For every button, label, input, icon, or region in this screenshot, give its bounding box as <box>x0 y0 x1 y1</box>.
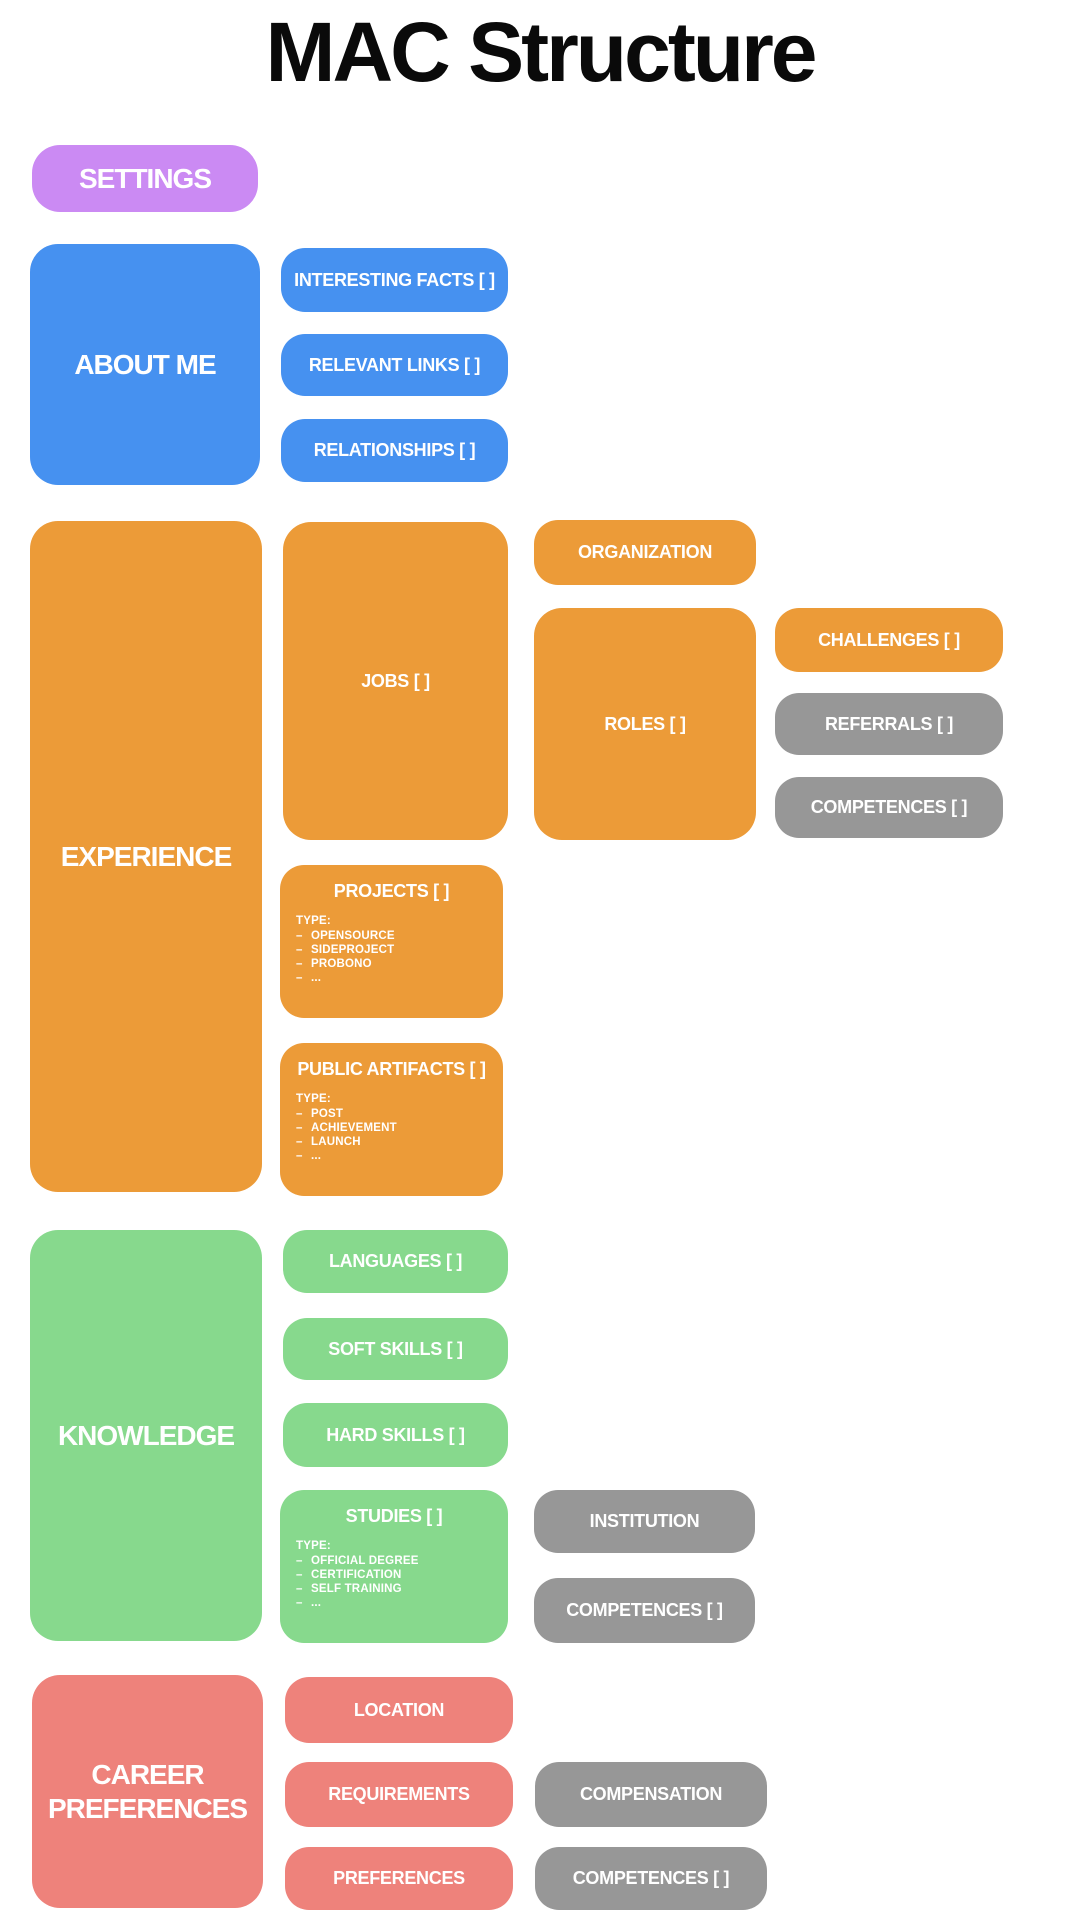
node-label: ROLES [ ] <box>604 713 686 734</box>
type-heading: TYPE: <box>296 1540 331 1552</box>
node-label: INSTITUTION <box>589 1511 700 1532</box>
node-label: RELATIONSHIPS [ ] <box>313 440 476 461</box>
type-item-label: PROBONO <box>311 958 372 970</box>
node-label: CHALLENGES [ ] <box>818 629 960 650</box>
node-label: KNOWLEDGE <box>57 1419 235 1451</box>
node-label: COMPENSATION <box>579 1784 723 1805</box>
node-soft-skills: SOFT SKILLS [ ] <box>283 1318 508 1380</box>
type-item-label: POST <box>311 1108 344 1120</box>
type-item-label: OPENSOURCE <box>311 930 395 942</box>
type-list-item: –... <box>296 1149 503 1163</box>
node-career-preferences: CAREER PREFERENCES <box>32 1675 263 1908</box>
node-institution: INSTITUTION <box>534 1490 755 1553</box>
node-label: PUBLIC ARTIFACTS [ ] <box>297 1059 486 1079</box>
type-list-item: –... <box>296 1596 508 1610</box>
node-label: EXPERIENCE <box>60 840 232 872</box>
type-item-label: LAUNCH <box>311 1136 361 1148</box>
dash-bullet: – <box>296 1569 303 1581</box>
node-relationships: RELATIONSHIPS [ ] <box>281 419 508 482</box>
node-label: JOBS [ ] <box>361 670 430 691</box>
node-roles: ROLES [ ] <box>534 608 756 840</box>
type-list: TYPE: –OFFICIAL DEGREE –CERTIFICATION –S… <box>280 1539 508 1610</box>
dash-bullet: – <box>296 1136 303 1148</box>
node-label: STUDIES [ ] <box>345 1506 443 1526</box>
type-list: TYPE: –OPENSOURCE –SIDEPROJECT –PROBONO … <box>280 914 503 985</box>
type-list-item: –OPENSOURCE <box>296 929 503 943</box>
dash-bullet: – <box>296 944 303 956</box>
type-item-label: ... <box>311 1597 322 1609</box>
node-label: SOFT SKILLS [ ] <box>328 1338 463 1359</box>
node-requirements: REQUIREMENTS <box>285 1762 513 1827</box>
type-heading: TYPE: <box>296 915 331 927</box>
dash-bullet: – <box>296 930 303 942</box>
node-location: LOCATION <box>285 1677 513 1743</box>
node-organization: ORGANIZATION <box>534 520 756 585</box>
node-compensation: COMPENSATION <box>535 1762 767 1827</box>
node-preferences: PREFERENCES <box>285 1847 513 1910</box>
dash-bullet: – <box>296 1583 303 1595</box>
node-experience: EXPERIENCE <box>30 521 262 1192</box>
node-studies-competences: COMPETENCES [ ] <box>534 1578 755 1643</box>
node-label: PREFERENCES <box>333 1868 465 1889</box>
node-relevant-links: RELEVANT LINKS [ ] <box>281 334 508 396</box>
type-list-item: –CERTIFICATION <box>296 1568 508 1582</box>
type-item-label: OFFICIAL DEGREE <box>311 1555 419 1567</box>
node-hard-skills: HARD SKILLS [ ] <box>283 1403 508 1467</box>
node-public-artifacts: PUBLIC ARTIFACTS [ ] TYPE: –POST –ACHIEV… <box>280 1043 503 1196</box>
type-list-item: –ACHIEVEMENT <box>296 1121 503 1135</box>
type-list-item: –OFFICIAL DEGREE <box>296 1554 508 1568</box>
node-jobs: JOBS [ ] <box>283 522 508 840</box>
type-item-label: SIDEPROJECT <box>311 944 395 956</box>
type-item-label: ... <box>311 972 322 984</box>
node-languages: LANGUAGES [ ] <box>283 1230 508 1293</box>
node-challenges: CHALLENGES [ ] <box>775 608 1003 672</box>
node-label: ORGANIZATION <box>577 542 713 563</box>
node-label: SETTINGS <box>78 162 212 194</box>
type-item-label: SELF TRAINING <box>311 1583 402 1595</box>
node-studies: STUDIES [ ] TYPE: –OFFICIAL DEGREE –CERT… <box>280 1490 508 1643</box>
node-label: LANGUAGES [ ] <box>328 1251 463 1272</box>
dash-bullet: – <box>296 1108 303 1120</box>
dash-bullet: – <box>296 972 303 984</box>
node-roles-competences: COMPETENCES [ ] <box>775 777 1003 838</box>
type-item-label: CERTIFICATION <box>311 1569 402 1581</box>
node-label: COMPETENCES [ ] <box>572 1868 730 1889</box>
node-label: ABOUT ME <box>74 348 216 380</box>
dash-bullet: – <box>296 1122 303 1134</box>
node-label: REFERRALS [ ] <box>824 713 954 734</box>
node-label: PROJECTS [ ] <box>333 881 450 901</box>
node-label: LOCATION <box>353 1699 445 1720</box>
node-career-competences: COMPETENCES [ ] <box>535 1847 767 1910</box>
type-list-item: –SIDEPROJECT <box>296 943 503 957</box>
type-list-item: –... <box>296 971 503 985</box>
node-knowledge: KNOWLEDGE <box>30 1230 262 1641</box>
node-label: INTERESTING FACTS [ ] <box>294 269 495 290</box>
dash-bullet: – <box>296 1597 303 1609</box>
node-label: COMPETENCES [ ] <box>810 797 968 818</box>
node-settings: SETTINGS <box>32 145 258 212</box>
node-referrals: REFERRALS [ ] <box>775 693 1003 755</box>
type-item-label: ... <box>311 1150 322 1162</box>
node-interesting-facts: INTERESTING FACTS [ ] <box>281 248 508 312</box>
type-list-item: –SELF TRAINING <box>296 1582 508 1596</box>
type-list-item: –PROBONO <box>296 957 503 971</box>
node-label: REQUIREMENTS <box>328 1784 470 1805</box>
node-label: RELEVANT LINKS [ ] <box>308 354 481 375</box>
page-title: MAC Structure <box>265 4 817 99</box>
type-list: TYPE: –POST –ACHIEVEMENT –LAUNCH –... <box>280 1092 503 1163</box>
type-item-label: ACHIEVEMENT <box>311 1122 397 1134</box>
dash-bullet: – <box>296 1555 303 1567</box>
dash-bullet: – <box>296 1150 303 1162</box>
type-heading: TYPE: <box>296 1093 331 1105</box>
node-label: HARD SKILLS [ ] <box>326 1424 465 1445</box>
dash-bullet: – <box>296 958 303 970</box>
node-projects: PROJECTS [ ] TYPE: –OPENSOURCE –SIDEPROJ… <box>280 865 503 1018</box>
node-label: CAREER PREFERENCES <box>47 1758 248 1824</box>
type-list-item: –POST <box>296 1107 503 1121</box>
node-about-me: ABOUT ME <box>30 244 260 485</box>
type-list-item: –LAUNCH <box>296 1135 503 1149</box>
node-label: COMPETENCES [ ] <box>566 1600 723 1621</box>
